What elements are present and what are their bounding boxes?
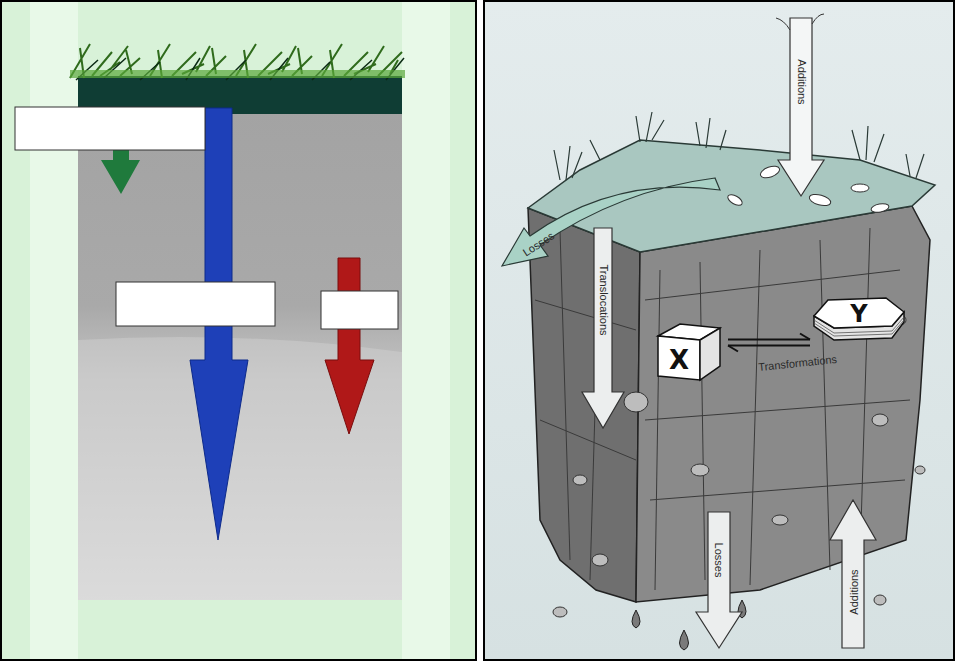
process-label: Additions (795, 59, 807, 104)
grass-base (70, 70, 405, 78)
cube-front (658, 336, 700, 380)
soil-block-right-face (636, 206, 930, 602)
blank-label-box (15, 107, 205, 150)
surface-grass (554, 112, 924, 180)
rain-marks (776, 14, 824, 30)
cube-node: X (654, 320, 724, 382)
additions-arrow (778, 18, 824, 196)
left-panel (1, 1, 476, 660)
panel-frame (484, 1, 954, 660)
cube-side (700, 328, 720, 380)
process-label: Losses (713, 543, 725, 578)
blank-label-box (116, 282, 275, 326)
harpoon-head (800, 334, 810, 340)
process-label: Translocations (597, 264, 609, 335)
panel-stripe (402, 2, 450, 659)
red-arrow (325, 258, 374, 434)
panel-frame (1, 1, 476, 660)
right-panel (484, 1, 954, 660)
equilibrium-arrow (728, 334, 810, 352)
panel-stripe (30, 2, 78, 659)
losses-arrow (696, 512, 742, 648)
hexagon-top (814, 298, 904, 328)
node-label: Y (824, 300, 894, 328)
translocations-arrow (582, 228, 624, 428)
blank-label-box (321, 291, 398, 329)
hexagon-node: Y (812, 296, 906, 348)
node-label: X (658, 340, 700, 380)
process-label: Additions (847, 569, 859, 614)
additions-arrow (830, 500, 876, 648)
soil-layers (78, 110, 402, 600)
soil-surface (528, 140, 935, 252)
soil-block-left-face (528, 208, 640, 602)
harpoon-head (728, 346, 738, 352)
